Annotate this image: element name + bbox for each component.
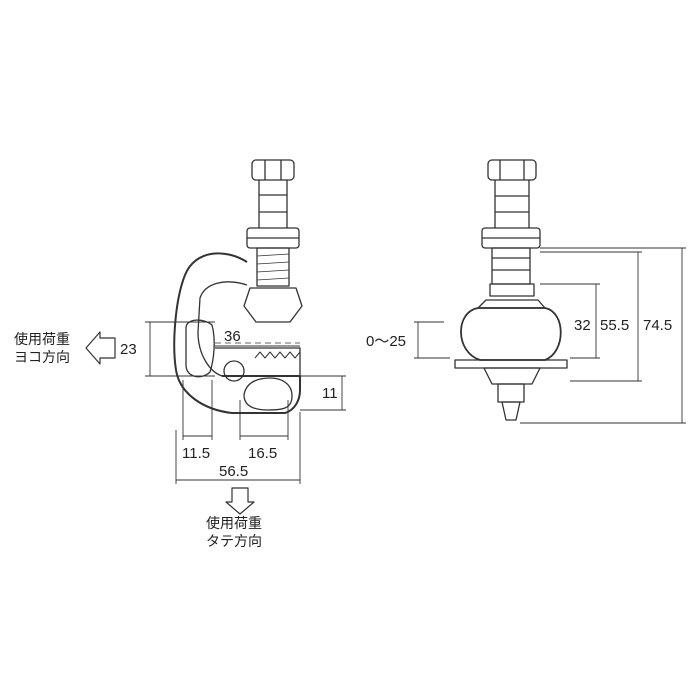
- dim-height-32: 32: [574, 317, 591, 334]
- dim-height-74-5: 74.5: [643, 317, 673, 334]
- pressure-foot: [243, 287, 303, 323]
- side-foot: [489, 283, 535, 297]
- side-lower-shank: [497, 383, 525, 403]
- side-bolt-shaft: [494, 180, 530, 228]
- dim-jaw-16-5: 16.5: [248, 445, 278, 462]
- load-horizontal-label: 使用荷重 ヨコ方向: [14, 332, 70, 367]
- side-flange: [454, 359, 568, 369]
- frame-opening-bottom: [243, 377, 293, 411]
- side-dimension-lines: [414, 247, 686, 424]
- vertical-load-arrow-icon: [225, 487, 255, 515]
- dim-left-11-5: 11.5: [182, 445, 211, 462]
- dim-gap-36: 36: [224, 328, 241, 345]
- side-lower-body: [483, 367, 541, 385]
- dim-jaw-11: 11: [322, 385, 338, 402]
- load-vertical-line2: タテ方向: [206, 533, 262, 550]
- load-vertical-label: 使用荷重 タテ方向: [206, 516, 262, 551]
- load-horizontal-line1: 使用荷重: [14, 332, 70, 348]
- front-dimension-lines: [145, 321, 346, 484]
- c-frame-outer: [173, 252, 301, 414]
- jaw-pivot: [223, 360, 245, 382]
- load-horizontal-line2: ヨコ方向: [14, 349, 70, 366]
- dim-height-23: 23: [120, 341, 137, 358]
- side-body: [460, 307, 562, 361]
- dim-height-55-5: 55.5: [600, 317, 630, 334]
- threaded-section: [256, 247, 290, 287]
- side-tip: [501, 401, 521, 421]
- side-view-clamp: [454, 159, 568, 421]
- frame-opening-left: [185, 319, 215, 378]
- front-view-clamp: [173, 159, 303, 414]
- side-bolt-head: [487, 159, 537, 181]
- horizontal-load-arrow-icon: [85, 331, 116, 365]
- dim-adjust-range: 0～25: [366, 333, 407, 350]
- load-vertical-line1: 使用荷重: [206, 516, 262, 532]
- jaw-serration: [254, 351, 301, 359]
- side-threaded-section: [491, 247, 531, 285]
- lower-jaw: [215, 347, 301, 377]
- bolt-hex-head: [251, 159, 295, 181]
- dim-overall-56-5: 56.5: [219, 463, 249, 480]
- bolt-shaft: [258, 180, 288, 228]
